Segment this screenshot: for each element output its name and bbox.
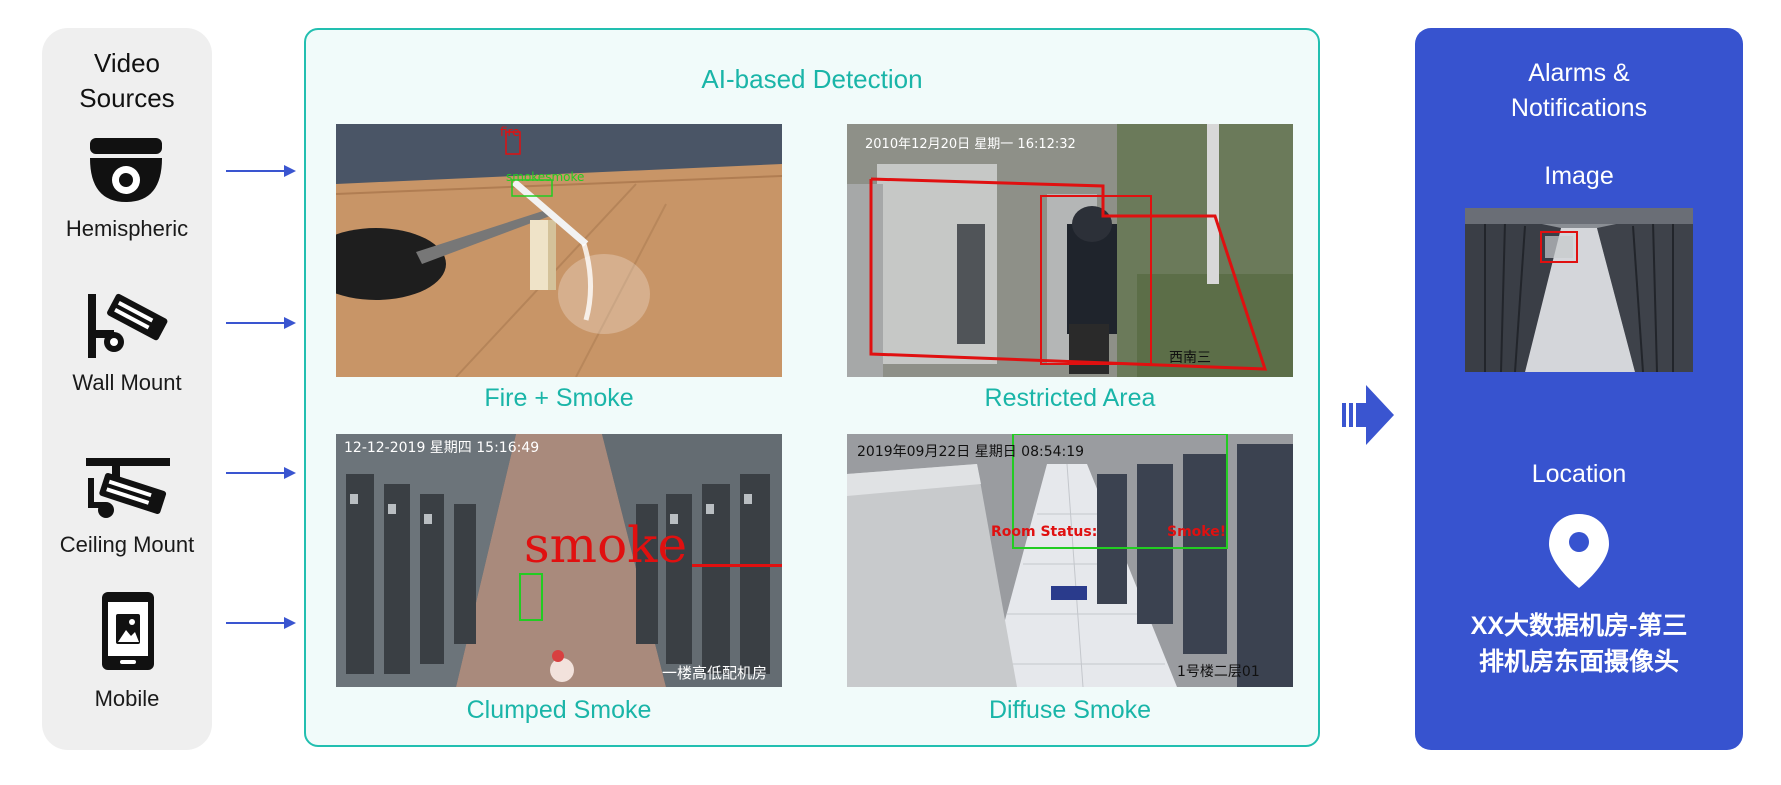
fire-smoke-label: Fire + Smoke [484, 384, 634, 412]
ai-detection-title: AI-based Detection [701, 64, 923, 94]
arrow-mobile [226, 617, 296, 629]
clumped-timestamp: 12-12-2019 星期四 15:16:49 [344, 440, 539, 456]
mobile-label: Mobile [94, 686, 160, 711]
clumped-camera-name: 一楼高低配机房 [662, 664, 767, 682]
restricted-camera-name: 西南三 [1169, 350, 1211, 366]
location-label: Location [1531, 460, 1627, 488]
diffuse-smoke-label: Diffuse Smoke [988, 696, 1152, 724]
alarm-snapshot-image [1465, 208, 1693, 372]
dome-camera-icon [86, 136, 166, 208]
image-label: Image [1544, 162, 1614, 190]
restricted-area-label: Restricted Area [984, 384, 1156, 412]
smoke-tag: smokesmoke [506, 170, 584, 184]
diffuse-timestamp: 2019年09月22日 星期日 08:54:19 [857, 444, 1084, 460]
ceiling-mount-camera-icon [84, 458, 174, 526]
smoke-overlay-text: smoke [524, 516, 687, 574]
diffuse-smoke-image: 2019年09月22日 星期日 08:54:19 Room Status: Sm… [847, 434, 1293, 687]
wall-mount-label: Wall Mount [72, 370, 182, 395]
flow-arrow-icon [1342, 385, 1394, 445]
room-status-label: Room Status: [991, 524, 1097, 540]
room-status-value: Smoke! [1167, 524, 1226, 540]
mobile-phone-icon [100, 592, 156, 670]
alarms-title: Alarms & Notifications [1510, 59, 1648, 122]
arrow-wall-mount [226, 317, 296, 329]
arrow-hemispheric [226, 165, 296, 177]
location-text: XX大数据机房-第三 排机房东面摄像头 [1470, 612, 1688, 676]
hemispheric-label: Hemispheric [65, 216, 189, 241]
alarms-panel [1415, 28, 1743, 750]
video-sources-title: Video Sources [79, 48, 175, 113]
restricted-area-image: 2010年12月20日 星期一 16:12:32 西南三 [847, 124, 1293, 377]
diffuse-camera-name: 1号楼二层01 [1177, 664, 1260, 680]
wall-mount-camera-icon [84, 290, 172, 362]
clumped-smoke-label: Clumped Smoke [466, 696, 652, 724]
clumped-smoke-image: smoke 12-12-2019 星期四 15:16:49 一楼高低配机房 [336, 434, 782, 687]
ceiling-mount-label: Ceiling Mount [59, 532, 195, 557]
fire-tag: fire [500, 125, 520, 139]
fire-smoke-image: fire smokesmoke [336, 124, 782, 377]
arrow-ceiling-mount [226, 467, 296, 479]
restricted-timestamp: 2010年12月20日 星期一 16:12:32 [865, 137, 1076, 152]
location-pin-icon [1549, 514, 1609, 588]
